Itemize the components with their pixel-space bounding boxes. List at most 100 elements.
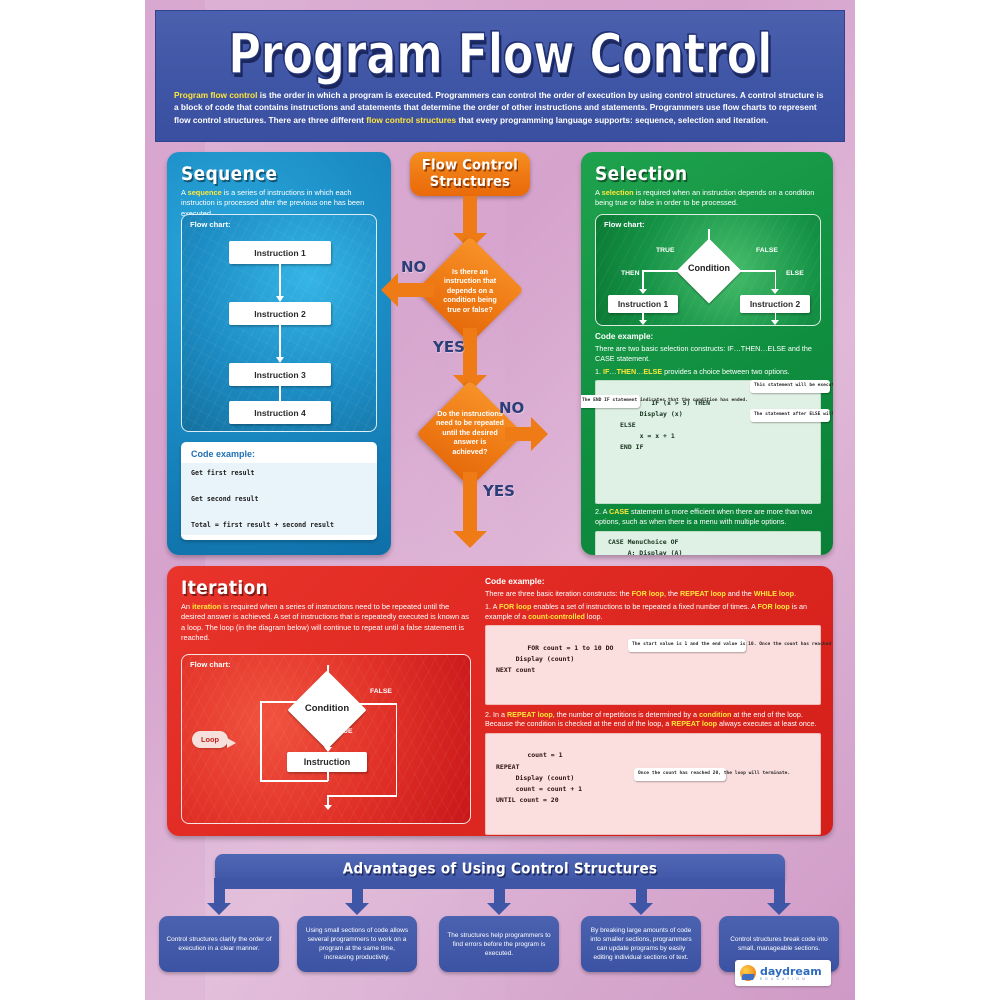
decision-2-no-label: NO <box>499 399 525 417</box>
sequence-flowchart: Flow chart: Instruction 1 Instruction 2 … <box>181 214 377 432</box>
sel-i1-if: IF <box>603 366 610 376</box>
advantages-connector-2 <box>345 878 369 915</box>
sel-sub-pre: A <box>595 188 602 197</box>
advantages-connector-4 <box>629 878 653 915</box>
sel-left-h <box>642 270 688 272</box>
decision-1-no-arrow <box>381 273 434 307</box>
it-i2-m2: at the end of the loop. Because the cond… <box>485 709 803 729</box>
it-i1-m2: is an example of a <box>485 601 808 621</box>
decision-2-yes-label: YES <box>483 482 515 500</box>
seq-sub-highlight: sequence <box>187 188 222 197</box>
selection-item-1: 1. IF…THEN…ELSE provides a choice betwee… <box>595 367 821 377</box>
iteration-code-column: Code example: There are three basic iter… <box>485 576 831 836</box>
sequence-code-title: Code example: <box>191 449 256 459</box>
loop-bubble: Loop <box>192 731 237 748</box>
it-i2-h2: condition <box>699 709 732 719</box>
callout-for-loop: The start value is 1 and the end value i… <box>628 639 831 652</box>
it-ci-rep: REPEAT loop <box>679 589 726 598</box>
it-i2-h3: REPEAT loop <box>671 719 718 729</box>
center-flow: Flow Control Structures Is there an inst… <box>381 150 548 560</box>
iteration-code-intro: There are three basic iteration construc… <box>485 589 821 599</box>
advantages-connector-5 <box>767 878 791 915</box>
it-i2-end: always executes at least once. <box>717 719 817 729</box>
selection-condition-label: Condition <box>688 263 730 273</box>
sel-entry-line <box>708 229 710 243</box>
selection-flowchart: Flow chart: Condition TRUE FALSE THEN EL… <box>595 214 821 326</box>
advantage-card-2: Using small sections of code allows seve… <box>297 916 417 972</box>
iteration-item-1: 1. A FOR loop enables a set of instructi… <box>485 602 821 622</box>
iter-false-h <box>355 703 397 705</box>
sequence-node-2: Instruction 2 <box>229 302 331 325</box>
daydream-name: daydream <box>760 964 822 978</box>
iteration-heading: Iteration <box>181 577 269 600</box>
callout-else: The statement after ELSE will be execute… <box>750 409 833 422</box>
it-ci-wh: WHILE loop <box>753 589 795 598</box>
center-arrow-down-1 <box>453 196 487 250</box>
it-ci-for: FOR loop <box>631 589 664 598</box>
selection-code-1-text: IF (x > 5) THEN Display (x) ELSE x = x +… <box>620 398 711 452</box>
advantage-card-4: By breaking large amounts of code into s… <box>581 916 701 972</box>
daydream-logo: daydream E D U C A T I O N <box>735 960 831 986</box>
iteration-description: An iteration is required when a series o… <box>181 602 471 644</box>
selection-code-block-1: IF (x > 5) THEN Display (x) ELSE x = x +… <box>581 380 833 505</box>
sel-sub-post: is required when an instruction depends … <box>595 188 815 208</box>
it-ci-m1: , the <box>663 589 680 598</box>
decision-1-text: Is there an instruction that depends on … <box>443 267 497 314</box>
decision-1-no-label: NO <box>401 258 427 276</box>
iter-sub-pre: An <box>181 602 193 611</box>
iter-true-v <box>327 738 329 749</box>
flow-control-structures-box: Flow Control Structures <box>410 152 530 196</box>
sel-exit-left-v <box>642 313 644 322</box>
sel-i2-pre: 2. A <box>595 507 609 517</box>
iteration-false-label: FALSE <box>370 688 392 695</box>
sequence-arrow-1 <box>276 264 284 302</box>
fcs-line1: Flow Control <box>421 157 519 175</box>
selection-instruction-1: Instruction 1 <box>608 295 678 313</box>
center-arrow-down-2 <box>453 328 487 392</box>
iteration-condition-label: Condition <box>304 703 350 714</box>
sel-right-v <box>774 270 776 290</box>
fcs-label: Flow Control Structures <box>422 158 518 191</box>
sequence-node-1: Instruction 1 <box>229 241 331 264</box>
callout-endif: The END IF statement indicates that the … <box>581 395 748 408</box>
sequence-flowchart-label: Flow chart: <box>190 220 231 229</box>
center-arrow-down-3 <box>453 472 487 548</box>
fcs-line2: Structures <box>429 174 511 191</box>
sel-i1-pre: 1. <box>595 366 603 376</box>
iter-sub-hl: iteration <box>192 602 222 611</box>
iter-loop-h-top <box>260 701 302 703</box>
sel-i2-hl: CASE <box>609 507 629 517</box>
advantages-connector-3 <box>487 878 511 915</box>
selection-body: Code example: There are two basic select… <box>581 332 833 555</box>
it-ci-end: . <box>794 589 797 598</box>
intro-end: that every programming language supports… <box>456 114 769 125</box>
sel-i1-d1: … <box>609 366 617 376</box>
it-i2-h1: REPEAT loop <box>506 709 553 719</box>
it-i2-m: , the number of repetitions is determine… <box>552 709 700 719</box>
decision-1-yes-label: YES <box>433 338 465 356</box>
iter-false-v <box>395 703 397 796</box>
intro-highlight-2: flow control structures <box>366 114 457 125</box>
advantages-section: Advantages of Using Control Structures C… <box>159 854 839 986</box>
it-ci-pre: There are three basic iteration construc… <box>485 589 632 598</box>
daydream-sub: E D U C A T I O N <box>760 976 806 981</box>
callout-true: This statement will be executed if the I… <box>750 380 833 393</box>
selection-false-label: FALSE <box>756 247 778 254</box>
iter-loop-down <box>327 772 329 781</box>
sequence-panel: Sequence A sequence is a series of instr… <box>167 152 391 555</box>
sel-sub-highlight: selection <box>601 188 634 197</box>
it-i1-h1: FOR loop <box>499 601 532 611</box>
selection-instruction-2: Instruction 2 <box>740 295 810 313</box>
selection-heading: Selection <box>595 163 688 186</box>
sel-right-h <box>730 270 776 272</box>
sel-left-v <box>642 270 644 290</box>
sequence-code-example: Code example: Get first result Get secon… <box>181 442 377 540</box>
advantage-card-3: The structures help programmers to find … <box>439 916 559 972</box>
sequence-node-4: Instruction 4 <box>229 401 331 424</box>
sequence-arrow-2 <box>276 325 284 363</box>
selection-item-2: 2. A CASE statement is more efficient wh… <box>595 507 821 527</box>
selection-then-label: THEN <box>621 270 640 277</box>
selection-flowchart-label: Flow chart: <box>604 220 645 229</box>
selection-code-intro: There are two basic selection constructs… <box>595 344 812 363</box>
it-ci-m2: and the <box>725 589 754 598</box>
